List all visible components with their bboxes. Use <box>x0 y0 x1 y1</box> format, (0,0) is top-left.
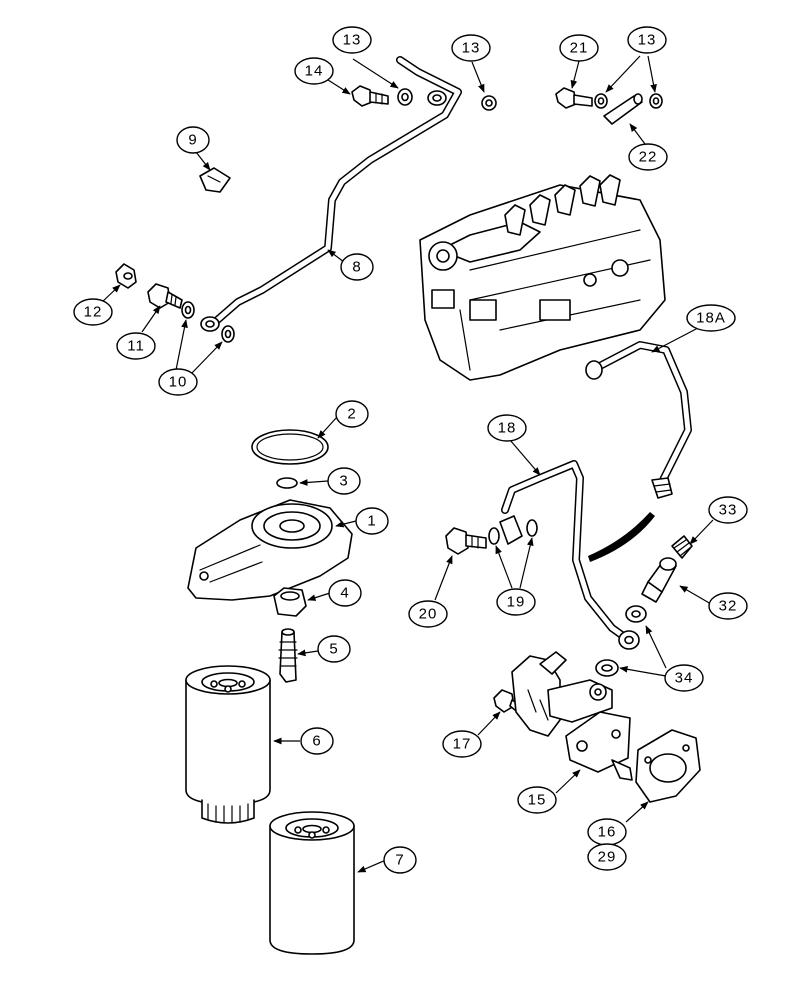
washer-13a <box>397 88 413 106</box>
svg-text:16: 16 <box>598 824 617 841</box>
fuel-line-18a <box>585 341 692 499</box>
filter-6 <box>185 665 271 824</box>
callout-7: 7 <box>383 846 417 874</box>
callout-18a: 18A <box>686 304 736 332</box>
callout-14: 14 <box>294 57 334 85</box>
svg-text:34: 34 <box>675 670 694 687</box>
callout-10: 10 <box>158 368 198 396</box>
svg-text:18A: 18A <box>696 310 726 327</box>
svg-text:3: 3 <box>339 473 348 490</box>
flow-arrow <box>588 512 655 562</box>
svg-text:11: 11 <box>127 338 145 355</box>
svg-text:13: 13 <box>343 32 362 49</box>
transfer-pump-15 <box>511 651 633 781</box>
leader-lines <box>100 55 714 873</box>
drain-valve-5 <box>278 628 298 683</box>
callout-34: 34 <box>664 664 704 692</box>
callout-33: 33 <box>708 496 748 524</box>
washers-10 <box>181 301 235 343</box>
callout-22: 22 <box>628 143 668 171</box>
svg-text:4: 4 <box>340 585 349 602</box>
fitting-32 <box>641 557 677 603</box>
svg-text:13: 13 <box>638 32 657 49</box>
svg-text:9: 9 <box>188 132 197 149</box>
tube-22 <box>603 93 643 125</box>
callout-12: 12 <box>73 298 113 326</box>
callout-32: 32 <box>708 592 748 620</box>
callout-18: 18 <box>487 414 527 442</box>
filter-7 <box>269 811 355 955</box>
washers-19 <box>488 519 538 545</box>
svg-text:18: 18 <box>498 420 517 437</box>
callout-21: 21 <box>559 34 599 62</box>
banjo-bolt-14 <box>351 85 389 107</box>
callout-6: 6 <box>300 727 334 755</box>
svg-text:1: 1 <box>367 513 376 530</box>
seal-3 <box>276 477 298 489</box>
svg-text:17: 17 <box>453 736 472 753</box>
svg-text:10: 10 <box>169 374 188 391</box>
callout-8: 8 <box>340 253 374 281</box>
callout-20: 20 <box>408 600 448 628</box>
svg-text:29: 29 <box>598 849 617 866</box>
svg-text:2: 2 <box>347 406 356 423</box>
svg-text:15: 15 <box>528 792 547 809</box>
callout-5: 5 <box>317 635 351 663</box>
callout-4: 4 <box>328 579 362 607</box>
callout-2: 2 <box>335 400 369 428</box>
washer-13b <box>481 95 497 111</box>
svg-text:32: 32 <box>719 598 738 615</box>
nut-4 <box>273 587 307 617</box>
callout-9: 9 <box>176 126 210 154</box>
svg-text:8: 8 <box>352 259 361 276</box>
o-ring-2 <box>251 429 329 465</box>
valve-33 <box>671 535 693 559</box>
callout-16: 16 <box>587 818 627 846</box>
callout-11: 11 <box>116 332 156 360</box>
callout-19: 19 <box>496 588 536 616</box>
fuel-line-8 <box>200 56 462 332</box>
svg-text:21: 21 <box>570 40 589 57</box>
svg-text:12: 12 <box>84 304 103 321</box>
nut-12 <box>115 263 137 289</box>
banjo-bolt-11 <box>147 283 183 309</box>
svg-text:14: 14 <box>305 63 324 80</box>
callout-29: 29 <box>587 843 627 871</box>
svg-text:22: 22 <box>639 149 658 166</box>
clip-9 <box>199 167 231 193</box>
injection-pump <box>419 174 666 381</box>
gasket-16 <box>635 729 701 803</box>
svg-text:13: 13 <box>462 40 481 57</box>
callout-1: 1 <box>355 507 389 535</box>
callout-13-right: 13 <box>627 26 667 54</box>
callout-15: 15 <box>517 786 557 814</box>
svg-text:20: 20 <box>419 606 438 623</box>
svg-text:19: 19 <box>507 594 526 611</box>
callout-17: 17 <box>442 730 482 758</box>
callout-3: 3 <box>327 467 361 495</box>
bolt-21 <box>555 87 593 109</box>
fuel-line-18 <box>499 460 640 650</box>
svg-text:7: 7 <box>395 852 404 869</box>
washer-13c <box>594 93 663 109</box>
banjo-bolt-20 <box>445 527 487 555</box>
washers-34 <box>595 605 647 677</box>
svg-text:5: 5 <box>329 641 338 658</box>
svg-text:6: 6 <box>312 733 321 750</box>
svg-text:33: 33 <box>719 502 738 519</box>
callout-13-left: 13 <box>332 26 372 54</box>
filter-head-1 <box>187 499 353 601</box>
callout-13-middle: 13 <box>451 34 491 62</box>
